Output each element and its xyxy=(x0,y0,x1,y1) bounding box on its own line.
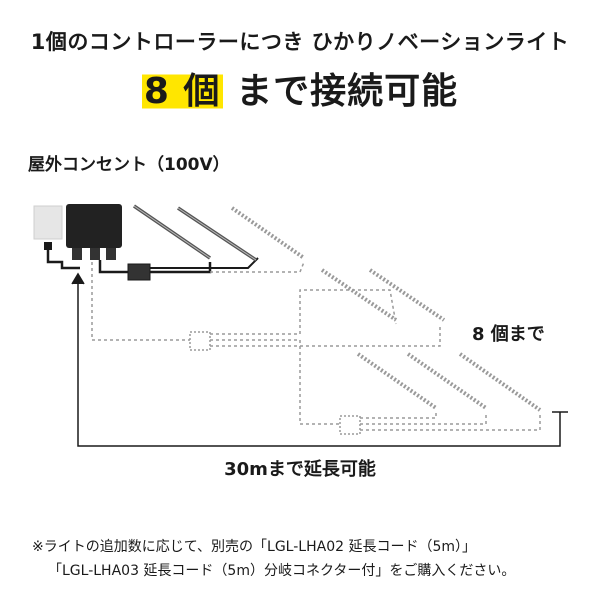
outlet-plug-cord xyxy=(46,246,80,270)
controller-connector-2 xyxy=(90,248,100,260)
light-2 xyxy=(177,206,257,262)
controller-connector-1 xyxy=(72,248,82,260)
extension-cord-light-6 xyxy=(360,412,437,419)
branch-connector xyxy=(127,263,151,281)
extension-cord-to-light-3 xyxy=(210,261,305,273)
controller-connector-3 xyxy=(106,248,116,260)
main-output-cable xyxy=(98,260,212,274)
extension-cord-light-7 xyxy=(360,412,487,425)
optional-light-5 xyxy=(368,268,446,322)
extension-length-label: 30mまで延長可能 xyxy=(224,459,376,480)
headline-rest: まで接続可能 xyxy=(236,71,459,112)
outdoor-outlet xyxy=(33,205,63,240)
note-line-1: ※ライトの追加数に応じて、別売の「LGL-LHA02 延長コード（5m）」 xyxy=(32,539,476,555)
optional-light-8 xyxy=(458,352,542,412)
headline-line-1: 1個のコントローラーにつき ひかりノベーションライト xyxy=(30,30,570,54)
controller-box xyxy=(66,204,122,248)
optional-light-6 xyxy=(356,352,438,410)
extension-length-arrow xyxy=(71,272,568,447)
headline-highlight: 8 個 xyxy=(141,71,223,112)
light-1 xyxy=(133,204,211,260)
extension-cord-light-8 xyxy=(360,414,541,431)
optional-light-3 xyxy=(230,206,306,260)
dashed-branch-connector-2 xyxy=(339,415,361,435)
optional-light-4 xyxy=(320,268,398,322)
dashed-branch-connector-1 xyxy=(189,331,211,351)
extension-cord-light-5 xyxy=(210,324,441,347)
headline-line-2: 8 個 まで接続可能 xyxy=(0,62,600,114)
max-count-label: 8 個まで xyxy=(472,324,545,345)
outlet-label: 屋外コンセント（100V） xyxy=(28,155,230,175)
extension-cord-branch-2 xyxy=(210,339,340,425)
extension-cord-light-4 xyxy=(210,289,397,335)
extension-cord-branch-1 xyxy=(91,262,190,341)
outlet-plug xyxy=(44,242,52,250)
light-1-cable xyxy=(150,257,259,269)
note-line-2: 「LGL-LHA03 延長コード（5m）分岐コネクター付」をご購入ください。 xyxy=(48,563,516,579)
